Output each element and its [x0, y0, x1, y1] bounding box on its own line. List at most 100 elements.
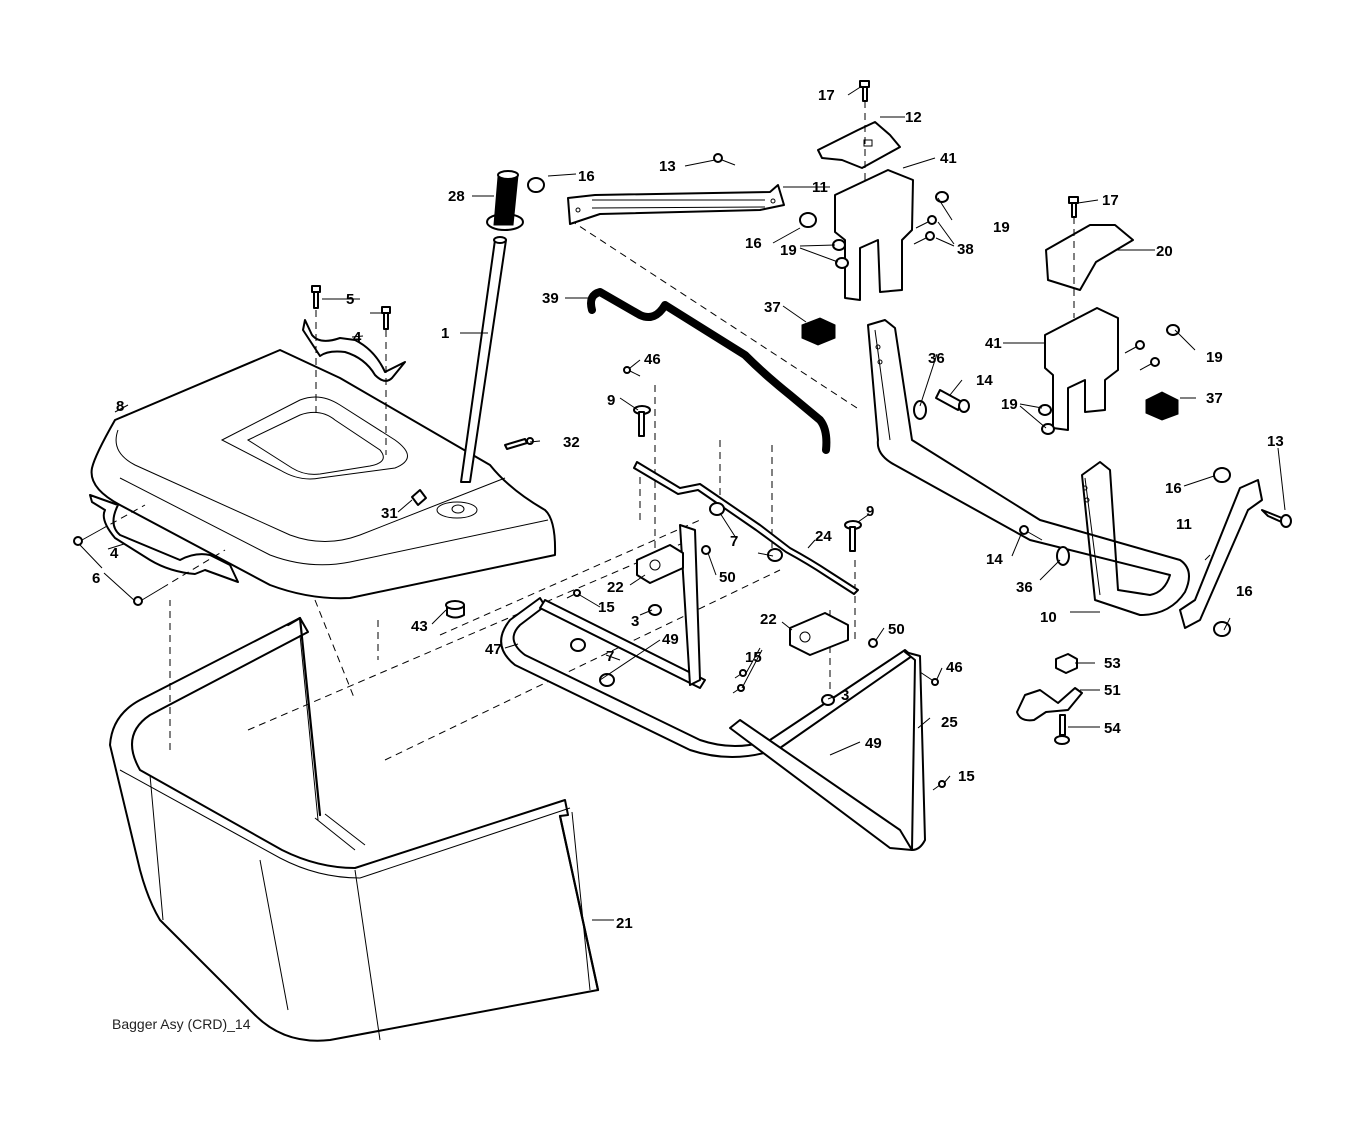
upper-bracket-part-11	[567, 184, 785, 225]
callout-6: 6	[92, 570, 100, 587]
rod-part-24	[633, 461, 859, 595]
callout-47: 47	[485, 641, 502, 658]
callout-1: 1	[441, 325, 449, 342]
callout-17: 17	[818, 87, 835, 104]
clip-part-31	[411, 489, 427, 506]
callout-37: 37	[1206, 390, 1223, 407]
lid-part-8	[90, 349, 557, 600]
callout-labels: 17 12 41 13 11 16 28 16 19 19 38 17 20 3…	[92, 87, 1284, 932]
callout-20: 20	[1156, 243, 1173, 260]
callout-16: 16	[1165, 480, 1182, 497]
callout-19: 19	[1001, 396, 1018, 413]
callout-46: 46	[644, 351, 661, 368]
callout-16: 16	[745, 235, 762, 252]
callout-11: 11	[812, 179, 828, 196]
callout-49: 49	[662, 631, 679, 648]
hitch-parts-51-53-54	[1016, 653, 1083, 745]
callout-3: 3	[841, 687, 849, 704]
top-handle-part-4	[302, 319, 406, 382]
callout-31: 31	[381, 505, 398, 522]
callout-11: 11	[1176, 516, 1192, 533]
nuts-part-16-lower	[1213, 467, 1231, 637]
callout-41: 41	[940, 150, 957, 167]
callout-21: 21	[616, 915, 633, 932]
callout-4: 4	[353, 329, 362, 346]
callout-50: 50	[888, 621, 905, 638]
nuts-part-3	[648, 604, 835, 706]
callout-28: 28	[448, 188, 465, 205]
bolt-part-13-lower	[1261, 509, 1292, 528]
callout-9: 9	[607, 392, 615, 409]
callout-32: 32	[563, 434, 580, 451]
screws-part-5	[311, 285, 391, 455]
nuts-part-50	[701, 545, 878, 648]
bolts-part-17	[859, 80, 1079, 318]
callout-8: 8	[116, 398, 124, 415]
latch-bracket-part-12	[817, 121, 901, 169]
callout-49: 49	[865, 735, 882, 752]
carriage-bolts-part-9	[633, 405, 862, 552]
side-bracket-part-11	[1179, 479, 1263, 629]
diagram-caption: Bagger Asy (CRD)_14	[112, 1016, 251, 1032]
assembly-guide-lines	[169, 219, 861, 761]
callout-51: 51	[1104, 682, 1121, 699]
bolts-part-46	[623, 366, 939, 686]
side-handle-part-4	[73, 494, 239, 606]
callout-13: 13	[1267, 433, 1284, 450]
pins-part-15	[566, 589, 946, 791]
callout-7: 7	[606, 648, 614, 665]
callout-22: 22	[607, 579, 624, 596]
callout-15: 15	[745, 649, 762, 666]
callout-54: 54	[1104, 720, 1121, 737]
callout-39: 39	[542, 290, 559, 307]
callout-46: 46	[946, 659, 963, 676]
callout-50: 50	[719, 569, 736, 586]
grip-part-28	[486, 170, 524, 231]
screw-part-32	[504, 437, 534, 450]
bumper-part-43	[445, 600, 465, 619]
callout-17: 17	[1102, 192, 1119, 209]
frame-part-47	[500, 597, 913, 758]
callout-5: 5	[346, 291, 354, 308]
bolts-part-14	[935, 389, 1043, 541]
callout-3: 3	[631, 613, 639, 630]
callout-41: 41	[985, 335, 1002, 352]
callout-38: 38	[957, 241, 974, 258]
bolts-part-38	[913, 215, 1160, 371]
nuts-part-16-upper	[527, 177, 817, 228]
callout-15: 15	[958, 768, 975, 785]
callout-16: 16	[1236, 583, 1253, 600]
callout-19: 19	[1206, 349, 1223, 366]
callout-14: 14	[986, 551, 1003, 568]
callout-4: 4	[110, 545, 119, 562]
callout-7: 7	[730, 533, 738, 550]
washers-part-36	[913, 400, 1070, 566]
callout-24: 24	[815, 528, 832, 545]
callout-10: 10	[1040, 609, 1057, 626]
tow-bar-part-10	[867, 319, 1190, 616]
callout-12: 12	[905, 109, 922, 126]
leader-lines	[79, 85, 1286, 921]
callout-19: 19	[780, 242, 797, 259]
caps-part-37	[801, 317, 1179, 421]
callout-25: 25	[941, 714, 958, 731]
callout-16: 16	[578, 168, 595, 185]
callout-9: 9	[866, 503, 874, 520]
callout-36: 36	[1016, 579, 1033, 596]
callout-37: 37	[764, 299, 781, 316]
nuts-part-7	[570, 502, 783, 687]
callout-15: 15	[598, 599, 615, 616]
brackets-part-22	[636, 544, 849, 656]
latch-bracket-part-20	[1045, 224, 1134, 291]
frame-part-25	[679, 524, 926, 851]
callout-36: 36	[928, 350, 945, 367]
callout-14: 14	[976, 372, 993, 389]
tube-part-1	[460, 236, 507, 483]
hose-part-39	[587, 288, 831, 454]
bolt-part-13-top	[713, 153, 736, 166]
callout-53: 53	[1104, 655, 1121, 672]
callout-22: 22	[760, 611, 777, 628]
mount-plates-part-41	[834, 169, 1119, 431]
bag-part-21	[109, 616, 600, 1042]
